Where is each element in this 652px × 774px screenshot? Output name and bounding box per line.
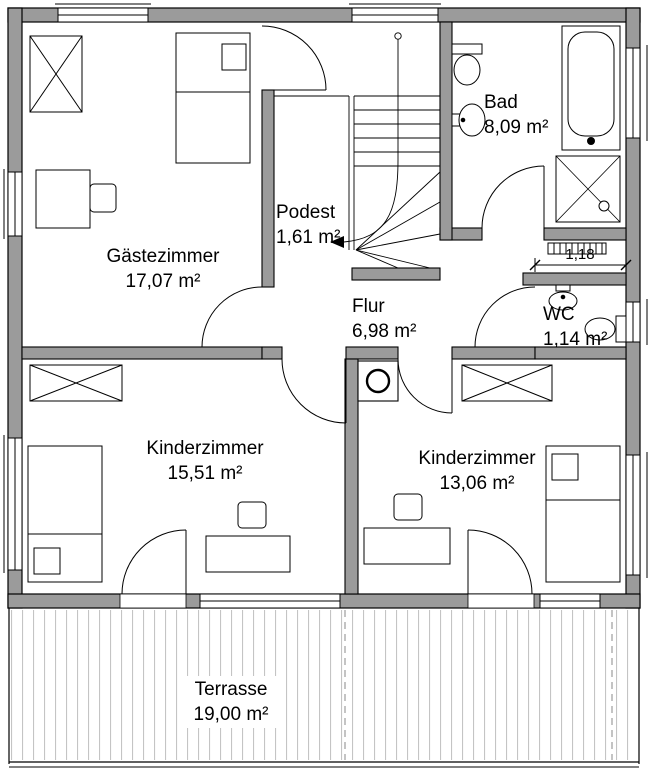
room-name: Kinderzimmer xyxy=(418,448,536,469)
terrace-decking xyxy=(10,610,638,760)
sink-icon xyxy=(548,284,578,311)
stairs xyxy=(274,32,441,269)
wall-segment xyxy=(439,21,453,241)
desk-icon xyxy=(205,535,291,573)
chair-icon xyxy=(393,493,423,521)
room-area: 17,07 m² xyxy=(125,271,201,293)
door-openings xyxy=(119,593,535,609)
toilet-icon xyxy=(584,315,627,343)
room-area: 8,09 m² xyxy=(484,117,549,139)
fixtures-wc xyxy=(548,284,627,343)
room-area: 13,06 m² xyxy=(439,473,515,495)
toilet-icon xyxy=(451,43,483,86)
interior-walls xyxy=(21,21,627,595)
window xyxy=(625,299,648,345)
wardrobe-icon xyxy=(461,364,553,402)
radiator-icon xyxy=(547,242,607,255)
room-name: Flur xyxy=(352,296,385,317)
wall-segment xyxy=(345,346,399,360)
room-label-kinderzimmer-rechts: Kinderzimmer 13,06 m² xyxy=(418,446,535,496)
room-area: 15,51 m² xyxy=(167,463,243,485)
furniture-kinderzimmer-rechts xyxy=(363,364,621,583)
room-name: Bad xyxy=(484,92,518,113)
room-label-flur: Flur 6,98 m² xyxy=(352,294,416,344)
window xyxy=(199,593,341,609)
window xyxy=(349,3,441,23)
room-area: 6,98 m² xyxy=(352,321,417,343)
furniture-kinderzimmer-links xyxy=(27,364,291,583)
chair-icon xyxy=(237,501,267,529)
wardrobe-icon xyxy=(29,35,83,113)
desk-icon xyxy=(363,527,451,565)
dimension-label-wc-width: 1,18 xyxy=(565,246,595,263)
wall-segment xyxy=(543,227,627,241)
shower-icon xyxy=(555,155,621,223)
fixtures-bad xyxy=(451,25,621,255)
wall-segment xyxy=(261,346,283,360)
furniture-gaestezimmer xyxy=(29,32,251,229)
wall-segment xyxy=(351,267,441,281)
doors xyxy=(121,25,545,595)
room-label-podest: Podest 1,61 m² xyxy=(276,200,340,250)
stair-walking-line-arrow xyxy=(330,32,402,248)
door-swing xyxy=(261,25,327,91)
room-name: Gästezimmer xyxy=(106,246,220,267)
room-label-kinderzimmer-links: Kinderzimmer 15,51 m² xyxy=(146,436,263,486)
door-swing xyxy=(481,165,545,229)
room-area: 1,61 m² xyxy=(276,227,341,249)
room-label-wc: WC 1,14 m² xyxy=(543,302,607,352)
wall-segment xyxy=(21,346,263,360)
room-area: 19,00 m² xyxy=(193,704,269,726)
room-area: 1,14 m² xyxy=(543,329,608,351)
wardrobe-icon xyxy=(29,364,123,402)
room-name: Kinderzimmer xyxy=(146,438,264,459)
dimension-line-wc xyxy=(529,258,632,272)
windows xyxy=(3,3,648,609)
terrace xyxy=(8,608,640,768)
sink-icon xyxy=(451,103,486,137)
wall-segment xyxy=(451,346,536,360)
door-threshold xyxy=(467,593,535,609)
chair-icon xyxy=(89,183,117,213)
room-label-gaestezimmer: Gästezimmer 17,07 m² xyxy=(107,244,220,294)
chimney-icon xyxy=(357,360,399,402)
stair-treads xyxy=(354,95,440,167)
window xyxy=(625,452,648,578)
stair-winders xyxy=(355,171,441,269)
window xyxy=(55,3,151,23)
wall-segment xyxy=(344,358,359,595)
wall-segment xyxy=(522,272,627,286)
wall-segment xyxy=(534,346,627,360)
door-swing xyxy=(281,358,347,424)
window xyxy=(625,45,648,141)
room-name: WC xyxy=(543,304,575,325)
window xyxy=(539,593,601,609)
door-swing xyxy=(201,286,263,348)
wall-segment xyxy=(261,89,275,288)
door-threshold xyxy=(119,593,187,609)
window xyxy=(3,169,23,239)
door-swing xyxy=(397,358,453,414)
bed-icon xyxy=(27,445,103,583)
room-label-bad: Bad 8,09 m² xyxy=(484,90,548,140)
door-swing xyxy=(474,286,536,348)
door-swing xyxy=(121,529,187,595)
room-name: Podest xyxy=(276,202,336,223)
window xyxy=(3,435,23,573)
bed-icon xyxy=(545,445,621,583)
door-swing xyxy=(467,529,533,595)
desk-icon xyxy=(35,169,91,229)
bathtub-icon xyxy=(561,25,621,151)
room-name: Terrasse xyxy=(194,679,268,700)
room-label-terrasse: Terrasse 19,00 m² xyxy=(185,676,277,729)
bed-icon xyxy=(175,32,251,164)
